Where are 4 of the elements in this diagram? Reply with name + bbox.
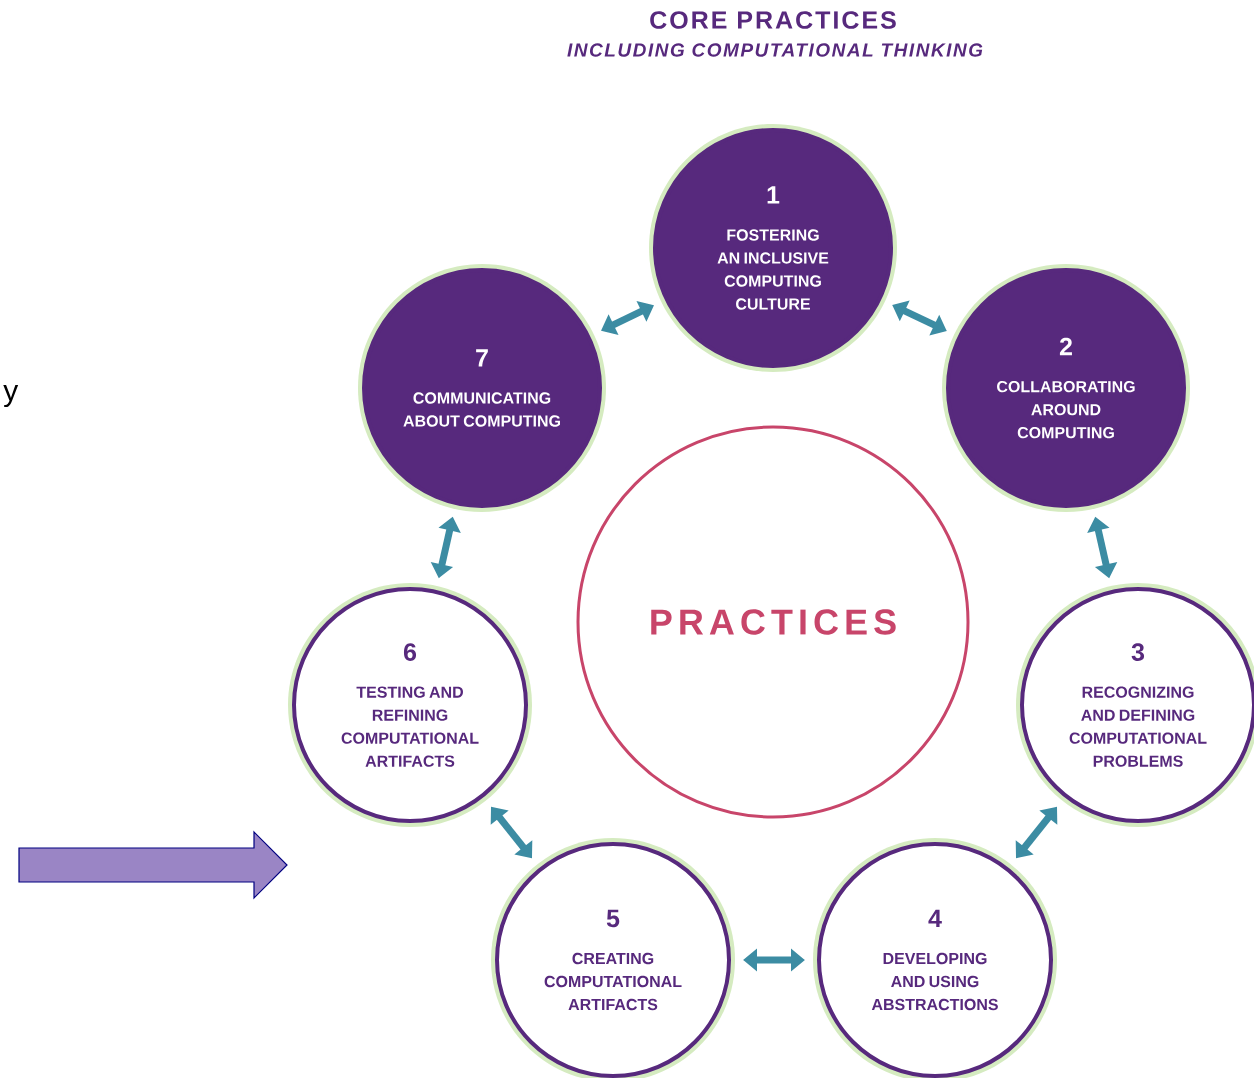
text-fragment: y — [3, 384, 19, 408]
double-arrow — [601, 300, 654, 336]
title: CORE PRACTICES — [650, 11, 896, 29]
subtitle: INCLUDING COMPUTATIONAL THINKING — [567, 43, 983, 57]
